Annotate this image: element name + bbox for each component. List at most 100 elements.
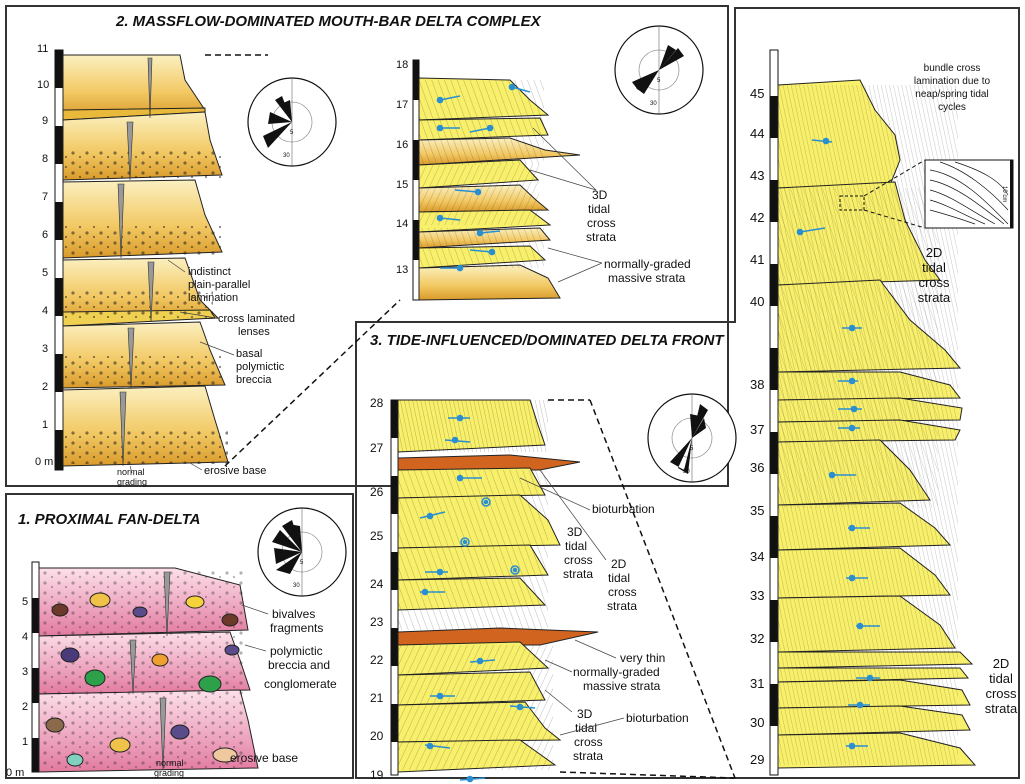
rose-diagram-fan: 5 30 bbox=[258, 508, 346, 596]
fan-delta-conglomerate-column bbox=[39, 568, 258, 772]
depth-label: 41 bbox=[750, 252, 764, 267]
label-cross-laminated: cross laminated bbox=[218, 313, 295, 325]
label-polymictic: polymictic bbox=[270, 644, 323, 658]
panel1-depth-ticks: 0 m 1 2 3 4 5 bbox=[6, 596, 28, 779]
depth-label: 14 bbox=[396, 218, 408, 230]
depth-label: 18 bbox=[396, 59, 408, 71]
label-very-thin: very thin bbox=[620, 651, 665, 665]
label-massive-strata: massive strata bbox=[608, 271, 686, 285]
panel3-depth-ticks: 19 20 21 22 23 24 25 26 27 28 bbox=[370, 396, 384, 782]
label-2d-b: 2D bbox=[993, 656, 1010, 671]
depth-label: 35 bbox=[750, 503, 764, 518]
label-breccia: breccia bbox=[236, 374, 272, 386]
label-fragments: fragments bbox=[270, 621, 323, 635]
depth-label: 28 bbox=[370, 396, 384, 410]
panel2-depth-ticks-b: 13 14 15 16 17 18 bbox=[396, 59, 408, 276]
depth-label: 20 bbox=[370, 729, 384, 743]
panel1-scale-bar bbox=[32, 562, 39, 772]
depth-label: 23 bbox=[370, 615, 384, 629]
bundle-lamination-inset: 10 cm bbox=[925, 160, 1013, 228]
depth-label: 10 bbox=[37, 79, 49, 91]
label-2d: 2D bbox=[611, 557, 627, 571]
depth-label: 26 bbox=[370, 485, 384, 499]
panel2-scale-bar bbox=[55, 50, 63, 470]
label-conglomerate: conglomerate bbox=[264, 677, 337, 691]
depth-label: 19 bbox=[370, 768, 384, 782]
label-strata-b: strata bbox=[985, 701, 1018, 716]
label-strata: strata bbox=[563, 567, 593, 581]
panel4-depth-ticks: 29 30 31 32 33 34 35 36 37 38 40 41 42 4… bbox=[750, 86, 764, 767]
depth-label: 33 bbox=[750, 588, 764, 603]
depth-label: 8 bbox=[42, 153, 48, 165]
label-grading: grading bbox=[154, 768, 184, 778]
depth-label: 37 bbox=[750, 422, 764, 437]
label-3d-b: 3D bbox=[577, 707, 593, 721]
depth-label-0: 0 m bbox=[35, 456, 53, 468]
depth-label: 29 bbox=[750, 752, 764, 767]
inset-scale-label: 10 cm bbox=[1001, 186, 1007, 202]
label-polymictic: polymictic bbox=[236, 361, 285, 373]
depth-label: 3 bbox=[22, 666, 28, 678]
label-bundle-1: bundle cross bbox=[924, 63, 981, 74]
label-strata-3: strata bbox=[573, 749, 603, 763]
label-erosive-base: erosive base bbox=[204, 465, 266, 477]
label-lamination: lamination bbox=[188, 292, 238, 304]
panel2-depth-ticks: 0 m 1 2 3 4 5 6 7 8 9 10 11 bbox=[35, 43, 53, 468]
label-bioturbation-2: bioturbation bbox=[626, 711, 689, 725]
depth-label: 13 bbox=[396, 264, 408, 276]
depth-label: 17 bbox=[396, 99, 408, 111]
label-cross: cross bbox=[564, 553, 593, 567]
label-lenses: lenses bbox=[238, 326, 270, 338]
rose-outer-label: 30 bbox=[293, 583, 300, 589]
depth-label: 27 bbox=[370, 441, 384, 455]
depth-label: 30 bbox=[750, 715, 764, 730]
label-breccia-and: breccia and bbox=[268, 658, 330, 672]
panel3-scale-bar bbox=[391, 400, 398, 775]
rose-diagram-p3: 5 30 bbox=[648, 394, 736, 482]
depth-label: 11 bbox=[37, 43, 48, 55]
depth-label: 6 bbox=[42, 229, 48, 241]
panel3-title: 3. TIDE-INFLUENCED/DOMINATED DELTA FRONT bbox=[370, 332, 725, 349]
panel4-scale-bar bbox=[770, 50, 778, 775]
label-cross: cross bbox=[918, 275, 950, 290]
depth-label: 21 bbox=[370, 691, 384, 705]
depth-label: 7 bbox=[42, 191, 48, 203]
delta-front-column bbox=[398, 400, 598, 772]
label-grading: grading bbox=[117, 477, 147, 487]
massflow-beds-column bbox=[63, 55, 228, 466]
label-erosive-base: erosive base bbox=[230, 751, 298, 765]
depth-label: 1 bbox=[22, 736, 28, 748]
depth-label: 1 bbox=[42, 419, 48, 431]
label-normally-graded: normally-graded bbox=[604, 257, 691, 271]
rose-outer-label: 30 bbox=[683, 469, 690, 475]
label-bivalves: bivalves bbox=[272, 607, 315, 621]
depth-label-0: 0 m bbox=[6, 767, 24, 779]
depth-label: 3 bbox=[42, 343, 48, 355]
label-strata: strata bbox=[586, 230, 616, 244]
depth-label: 38 bbox=[750, 377, 764, 392]
panel2-scale-bar-b bbox=[413, 60, 419, 300]
label-indistinct: indistinct bbox=[188, 266, 231, 278]
label-massive-strata: massive strata bbox=[583, 679, 661, 693]
label-normal: normal bbox=[156, 758, 184, 768]
label-strata: strata bbox=[918, 290, 951, 305]
rose-outer-label: 30 bbox=[650, 101, 657, 107]
depth-label: 2 bbox=[22, 701, 28, 713]
depth-label: 24 bbox=[370, 577, 384, 591]
label-tidal: tidal bbox=[922, 260, 946, 275]
label-bioturbation: bioturbation bbox=[592, 502, 655, 516]
label-cross-2: cross bbox=[608, 585, 637, 599]
depth-label: 43 bbox=[750, 168, 764, 183]
label-basal: basal bbox=[236, 348, 262, 360]
label-tidal-b: tidal bbox=[989, 671, 1013, 686]
depth-label: 4 bbox=[22, 631, 28, 643]
label-tidal: tidal bbox=[588, 202, 610, 216]
rose-diagram-top: 5 30 bbox=[615, 26, 703, 114]
depth-label: 9 bbox=[42, 115, 48, 127]
label-cross-3: cross bbox=[574, 735, 603, 749]
label-normally-graded: normally-graded bbox=[573, 665, 660, 679]
label-bundle-2: lamination due to bbox=[914, 76, 991, 87]
depth-label: 16 bbox=[396, 139, 408, 151]
depth-label: 25 bbox=[370, 529, 384, 543]
